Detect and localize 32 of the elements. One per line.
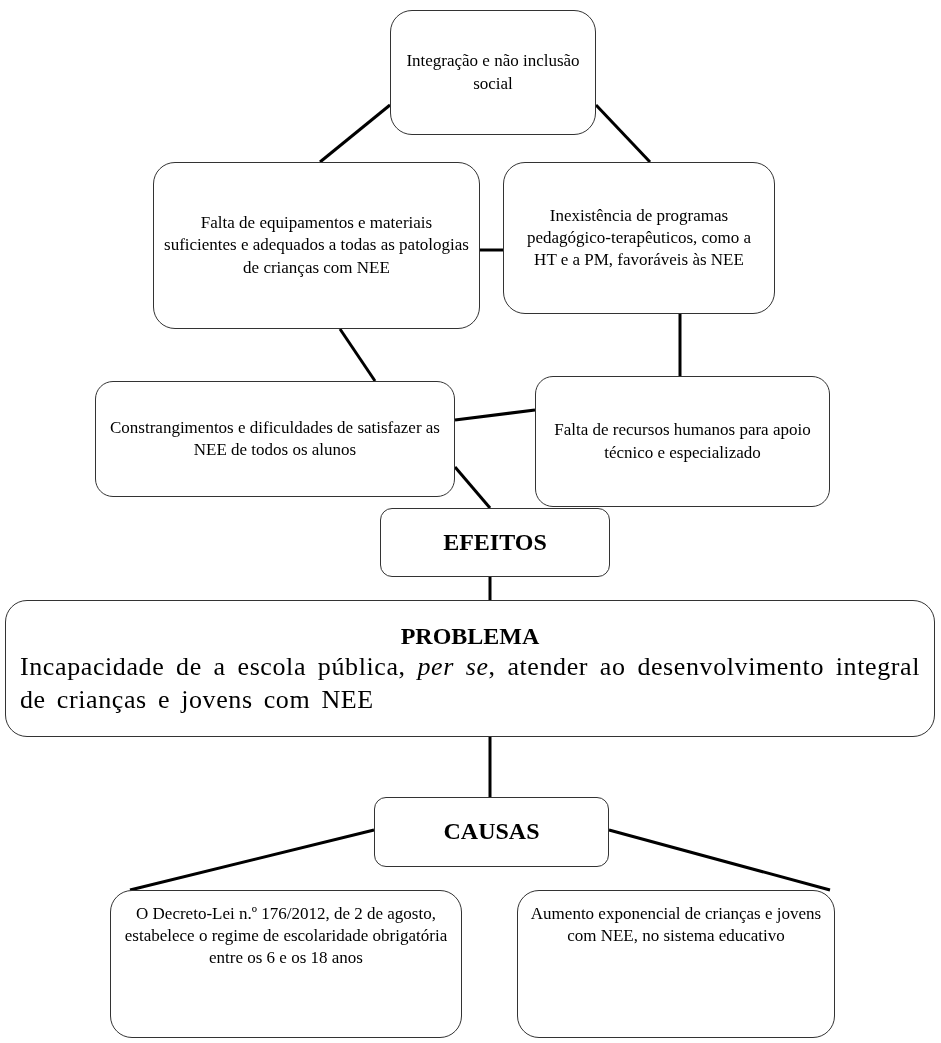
box-text: Integração e não inclusão social bbox=[405, 50, 581, 95]
heading-text: EFEITOS bbox=[442, 527, 548, 557]
text-box bbox=[110, 890, 462, 1038]
connector-line bbox=[678, 314, 682, 376]
box-text: Inexistência de programas pedagógico-terapêuticos, como a HT e a PM, favoráveis às NEE bbox=[525, 204, 753, 272]
heading-text: CAUSAS bbox=[442, 817, 541, 847]
box-text: Falta de equipamentos e materiais suficientes e adequados a todas as patologias de crianças com NEE bbox=[164, 212, 469, 279]
connector-line bbox=[594, 103, 652, 164]
heading-box bbox=[380, 508, 610, 577]
problem-box bbox=[5, 600, 935, 737]
box-text: Falta de recursos humanos para apoio técnico e especializado bbox=[553, 419, 812, 464]
problem-heading: PROBLEMA bbox=[399, 622, 541, 651]
connector-line bbox=[454, 408, 536, 422]
heading-box bbox=[374, 797, 609, 867]
box-text: Aumento exponencial de crianças e jovens com NEE, no sistema educativo bbox=[529, 903, 823, 948]
text-box bbox=[95, 381, 455, 497]
text-box bbox=[503, 162, 775, 314]
connector-line bbox=[319, 103, 391, 164]
text-box bbox=[517, 890, 835, 1038]
connector-line bbox=[608, 828, 831, 892]
connector-line bbox=[480, 248, 503, 252]
problem-statement: Incapacidade de a escola pública, per se, atender ao desenvolvimento integral de crianças e jovens com NEE bbox=[20, 651, 920, 716]
connector-line bbox=[129, 828, 375, 892]
connector-line bbox=[453, 466, 492, 509]
box-text: O Decreto-Lei n.º 176/2012, de 2 de agosto, estabelece o regime de escolaridade obrigatória entre os 6 e os 18 anos bbox=[123, 903, 449, 970]
connector-line bbox=[338, 328, 377, 382]
box-text: Constrangimentos e dificuldades de satisfazer as NEE de todos os alunos bbox=[109, 416, 441, 461]
connector-line bbox=[488, 577, 492, 600]
text-box bbox=[153, 162, 480, 329]
text-box bbox=[390, 10, 596, 135]
connector-line bbox=[488, 737, 492, 797]
text-box bbox=[535, 376, 830, 507]
